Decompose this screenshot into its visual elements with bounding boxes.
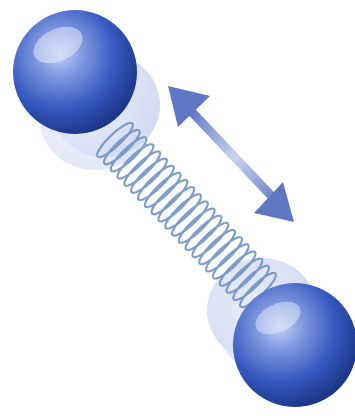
spring-coil: [196, 226, 239, 268]
spring-coil: [168, 198, 211, 240]
spring-coil: [175, 205, 218, 247]
spring-coil: [155, 183, 198, 225]
double-arrow-shaft: [190, 110, 280, 205]
spring-coil: [148, 176, 191, 218]
spring-coil: [141, 169, 184, 211]
spring-coil: [189, 219, 232, 261]
spring-coil: [162, 191, 205, 233]
ball-bottom-right: [233, 283, 355, 407]
spring-coil: [127, 155, 170, 197]
spring-coil: [134, 162, 177, 204]
spring-coil: [182, 212, 225, 254]
